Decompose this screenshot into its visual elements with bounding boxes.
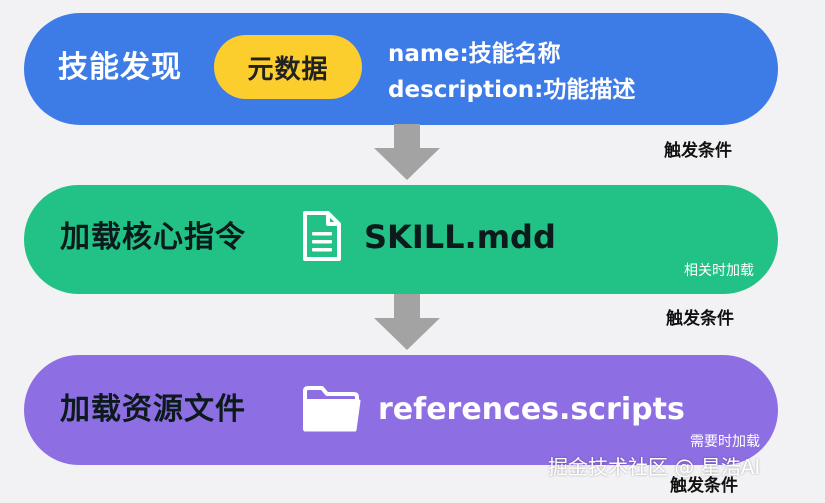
stage-load-resource-files: 加载资源文件 references.scripts 需要时加载	[24, 355, 778, 465]
metadata-name-line: name:技能名称	[388, 41, 561, 67]
folder-icon	[303, 386, 361, 432]
stage-title: 加载核心指令	[60, 220, 246, 255]
metadata-description-line: description:功能描述	[388, 77, 636, 103]
stage-load-core-instructions: 加载核心指令 SKILL.mdd 相关时加载	[24, 185, 778, 294]
stage-title: 加载资源文件	[60, 392, 246, 427]
down-arrow-icon	[374, 294, 440, 350]
skill-file-name: SKILL.mdd	[364, 218, 556, 256]
watermark: 掘金技术社区 @ 星浩AI	[548, 455, 761, 479]
stage-skill-discovery: 技能发现 元数据 name:技能名称 description:功能描述	[24, 13, 778, 125]
trigger-condition-label: 触发条件	[670, 476, 738, 496]
trigger-condition-label: 触发条件	[666, 309, 734, 329]
load-condition-note: 相关时加载	[684, 263, 754, 279]
resource-file-name: references.scripts	[378, 392, 685, 427]
stage-title: 技能发现	[58, 50, 182, 85]
trigger-condition-label: 触发条件	[664, 141, 732, 161]
document-icon	[303, 211, 341, 261]
metadata-badge: 元数据	[214, 35, 362, 99]
load-condition-note: 需要时加载	[690, 434, 760, 450]
down-arrow-icon	[374, 124, 440, 180]
